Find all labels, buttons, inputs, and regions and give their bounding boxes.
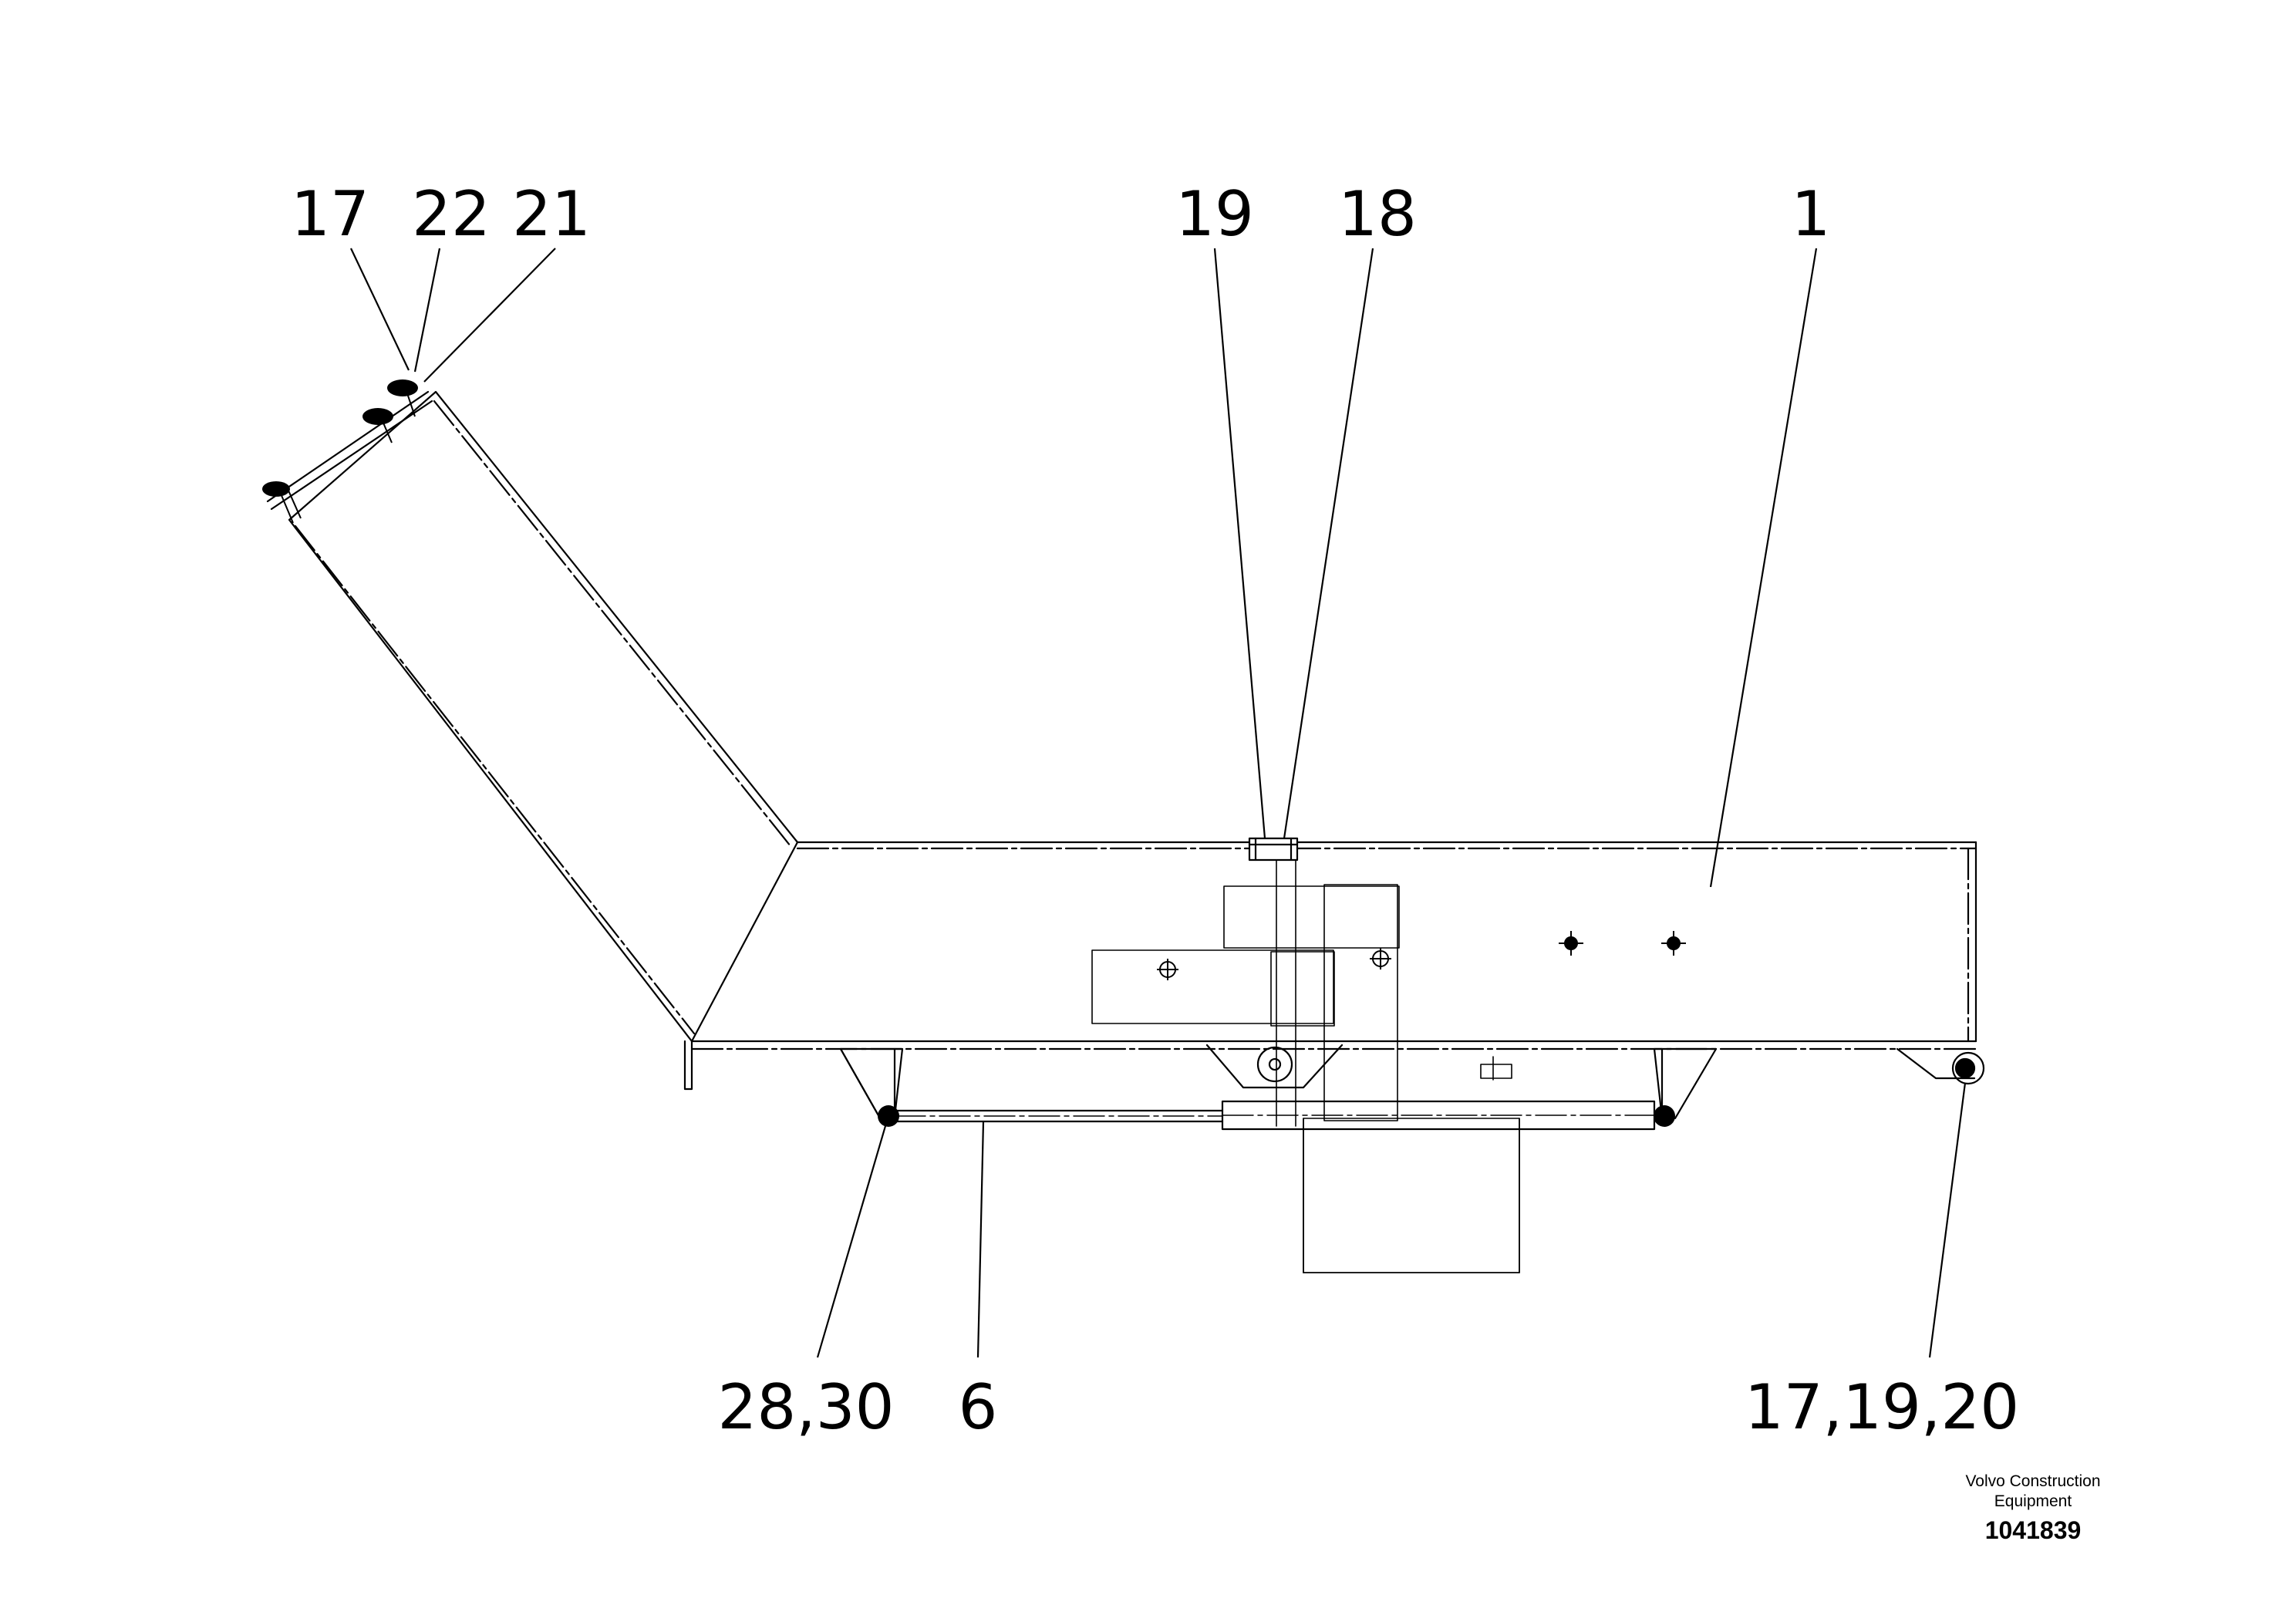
callout-18: 18 xyxy=(1338,178,1417,250)
internal-components xyxy=(1091,848,1520,1273)
brand-name: Volvo Construction Equipment xyxy=(1933,1472,2133,1512)
bolt-shanks xyxy=(280,393,1686,980)
callout-19: 19 xyxy=(1175,178,1254,250)
main-trough xyxy=(683,841,1977,1091)
callout-6: 6 xyxy=(959,1371,998,1443)
callout-17-19-20: 17,19,20 xyxy=(1745,1371,2019,1443)
callout-21: 21 xyxy=(512,178,591,250)
callout-1: 1 xyxy=(1792,178,1831,250)
callout-17: 17 xyxy=(291,178,369,250)
leader-lines xyxy=(350,248,1967,1358)
pin-joints xyxy=(262,379,1681,1127)
inclined-chute xyxy=(266,390,799,1043)
brand-line-2: Equipment xyxy=(1994,1492,2072,1510)
brand-line-1: Volvo Construction xyxy=(1965,1472,2101,1490)
pivot-mount xyxy=(1205,1044,1344,1089)
bolt-heads xyxy=(262,379,418,497)
callout-labels: 17 22 21 19 18 1 28,30 6 17,19,20 xyxy=(291,178,2019,1443)
document-number: 1041839 xyxy=(1984,1516,2082,1544)
callout-22: 22 xyxy=(412,178,491,250)
callout-28-30: 28,30 xyxy=(717,1371,894,1443)
hydraulic-cylinder xyxy=(893,1100,1656,1131)
right-roller xyxy=(1896,1047,1985,1085)
top-bracket xyxy=(1248,837,1299,862)
